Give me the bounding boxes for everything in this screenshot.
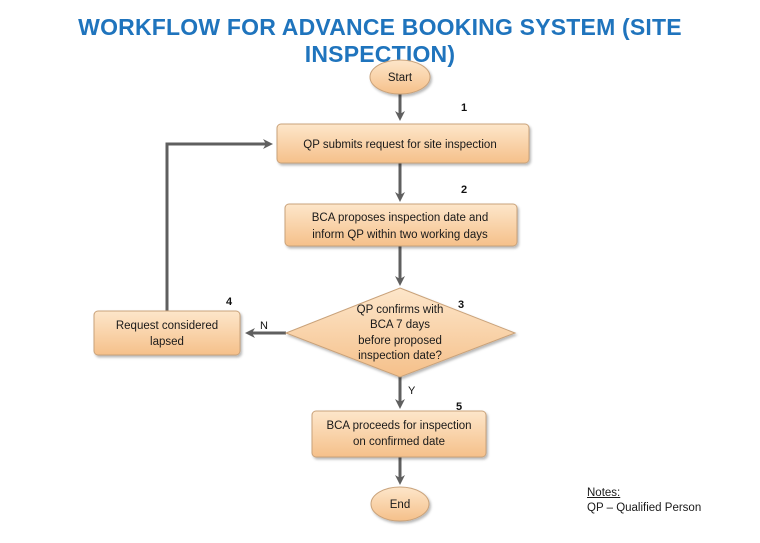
step-number-3: 3 xyxy=(458,299,464,311)
start-node: Start xyxy=(369,59,431,95)
submit-node: QP submits request for site inspection xyxy=(276,123,530,164)
lapsed-label-line-1: Request considered xyxy=(116,320,218,332)
decision-label-line-4: inspection date? xyxy=(358,350,442,362)
notes-item: QP – Qualified Person xyxy=(587,502,702,514)
start-label: Start xyxy=(388,72,413,84)
decision-label-line-3: before proposed xyxy=(358,335,442,347)
decision-label-line-2: BCA 7 days xyxy=(370,319,430,331)
branch-label-yes: Y xyxy=(408,385,416,397)
proceed-label-line-1: BCA proceeds for inspection xyxy=(326,420,471,432)
propose-label-line-1: BCA proposes inspection date and xyxy=(312,212,488,224)
step-number-5: 5 xyxy=(456,401,462,413)
end-label: End xyxy=(390,499,410,511)
connectors xyxy=(165,94,405,485)
proceed-node: BCA proceeds for inspection on confirmed… xyxy=(311,410,487,458)
notes-heading: Notes: xyxy=(587,487,621,499)
step-number-2: 2 xyxy=(461,184,467,196)
decision-node: QP confirms with BCA 7 days before propo… xyxy=(284,287,517,378)
propose-node: BCA proposes inspection date and inform … xyxy=(284,203,518,247)
lapsed-label-line-2: lapsed xyxy=(150,336,184,348)
propose-label-line-2: inform QP within two working days xyxy=(312,229,488,241)
submit-label: QP submits request for site inspection xyxy=(303,139,496,151)
lapsed-node: Request considered lapsed xyxy=(93,310,241,356)
step-number-4: 4 xyxy=(226,296,233,308)
notes-block: Notes: QP – Qualified Person xyxy=(587,486,701,516)
decision-label-line-1: QP confirms with xyxy=(357,304,444,316)
proceed-label-line-2: on confirmed date xyxy=(353,436,445,448)
page-title: WORKFLOW FOR ADVANCE BOOKING SYSTEM (SIT… xyxy=(78,14,682,67)
step-number-1: 1 xyxy=(461,102,467,114)
end-node: End xyxy=(370,486,430,522)
connector-lapsed-submit xyxy=(165,139,273,311)
branch-label-no: N xyxy=(260,320,268,332)
